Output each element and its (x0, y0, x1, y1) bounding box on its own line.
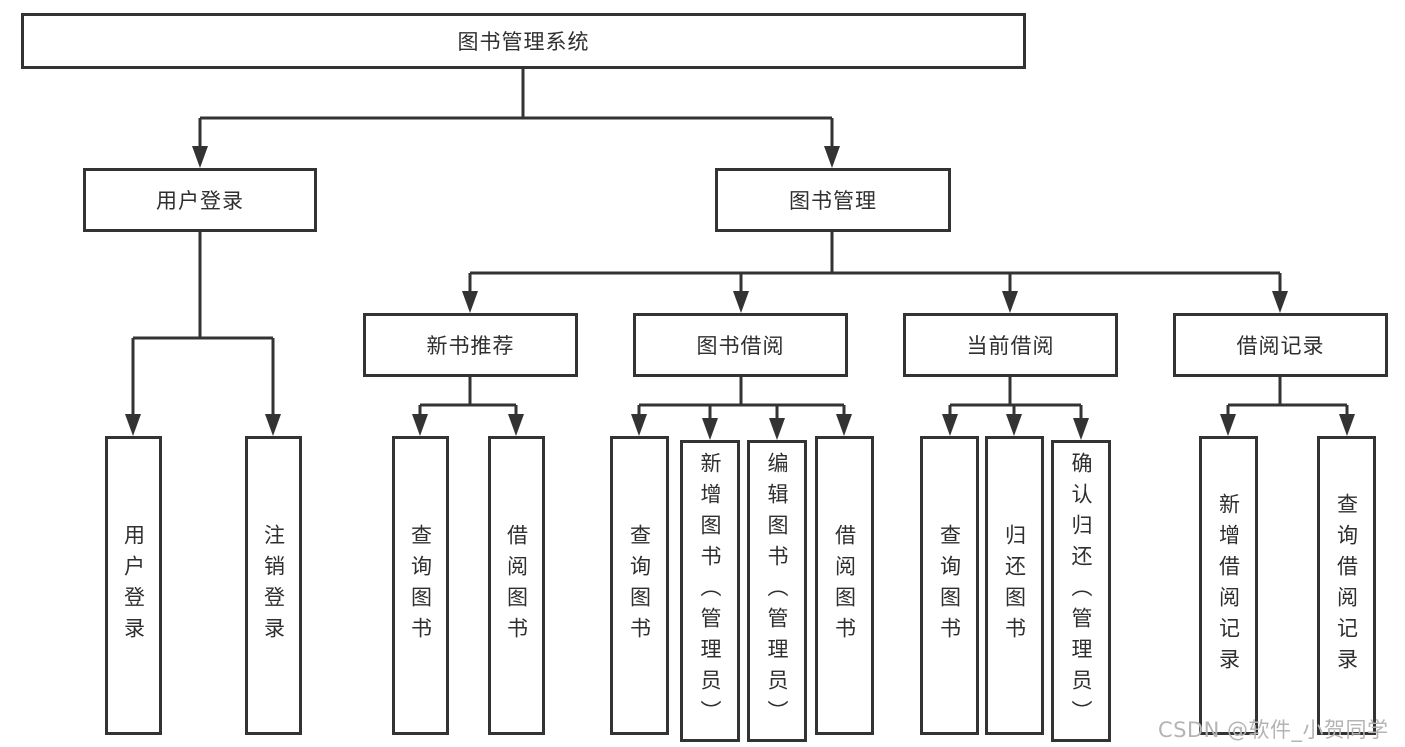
node-new-book-recommend-label: 新书推荐 (426, 334, 515, 358)
leaf-add-book-admin: 新增图书（管理员） (680, 440, 740, 742)
node-library-system-label: 图书管理系统 (457, 30, 590, 54)
leaf-confirm-return-admin: 确认归还（管理员） (1051, 440, 1111, 742)
node-current-borrowing-label: 当前借阅 (966, 334, 1055, 358)
leaf-borrow-books-2-label: 借阅图书 (832, 523, 857, 648)
leaf-borrow-books-2: 借阅图书 (815, 436, 874, 735)
node-user-login-label: 用户登录 (156, 189, 244, 213)
node-user-login: 用户登录 (83, 168, 317, 232)
leaf-borrow-books-1: 借阅图书 (488, 436, 545, 735)
node-borrowing-records-label: 借阅记录 (1236, 334, 1325, 358)
leaf-logout: 注销登录 (245, 436, 302, 735)
leaf-query-borrow-record: 查询借阅记录 (1317, 436, 1376, 735)
leaf-query-borrow-record-label: 查询借阅记录 (1334, 492, 1359, 679)
leaf-query-books-2: 查询图书 (610, 436, 669, 735)
node-book-management: 图书管理 (715, 168, 951, 232)
leaf-user-login-label: 用户登录 (121, 523, 146, 648)
leaf-query-books-2-label: 查询图书 (627, 523, 652, 648)
watermark: CSDN @软件_小贺同学 (1158, 718, 1389, 742)
leaf-add-borrow-record-label: 新增借阅记录 (1216, 492, 1241, 679)
leaf-edit-book-admin: 编辑图书（管理员） (747, 440, 807, 742)
leaf-query-books-3-label: 查询图书 (937, 523, 962, 648)
node-current-borrowing: 当前借阅 (903, 313, 1118, 377)
leaf-user-login: 用户登录 (105, 436, 162, 735)
leaf-return-books: 归还图书 (985, 436, 1044, 735)
node-book-borrowing-label: 图书借阅 (696, 334, 785, 358)
leaf-return-books-label: 归还图书 (1002, 523, 1027, 648)
node-book-management-label: 图书管理 (789, 189, 877, 213)
node-book-borrowing: 图书借阅 (633, 313, 848, 377)
node-borrowing-records: 借阅记录 (1173, 313, 1388, 377)
leaf-query-books-1-label: 查询图书 (408, 523, 433, 648)
leaf-query-books-3: 查询图书 (920, 436, 979, 735)
leaf-logout-label: 注销登录 (261, 523, 286, 648)
arrowheads (125, 146, 1355, 440)
leaf-confirm-return-admin-label: 确认归还（管理员） (1069, 451, 1093, 731)
node-library-system: 图书管理系统 (21, 13, 1026, 69)
leaf-edit-book-admin-label: 编辑图书（管理员） (765, 451, 789, 731)
leaf-add-book-admin-label: 新增图书（管理员） (698, 451, 722, 731)
leaf-add-borrow-record: 新增借阅记录 (1199, 436, 1258, 735)
leaf-borrow-books-1-label: 借阅图书 (504, 523, 529, 648)
node-new-book-recommend: 新书推荐 (363, 313, 578, 377)
leaf-query-books-1: 查询图书 (392, 436, 449, 735)
